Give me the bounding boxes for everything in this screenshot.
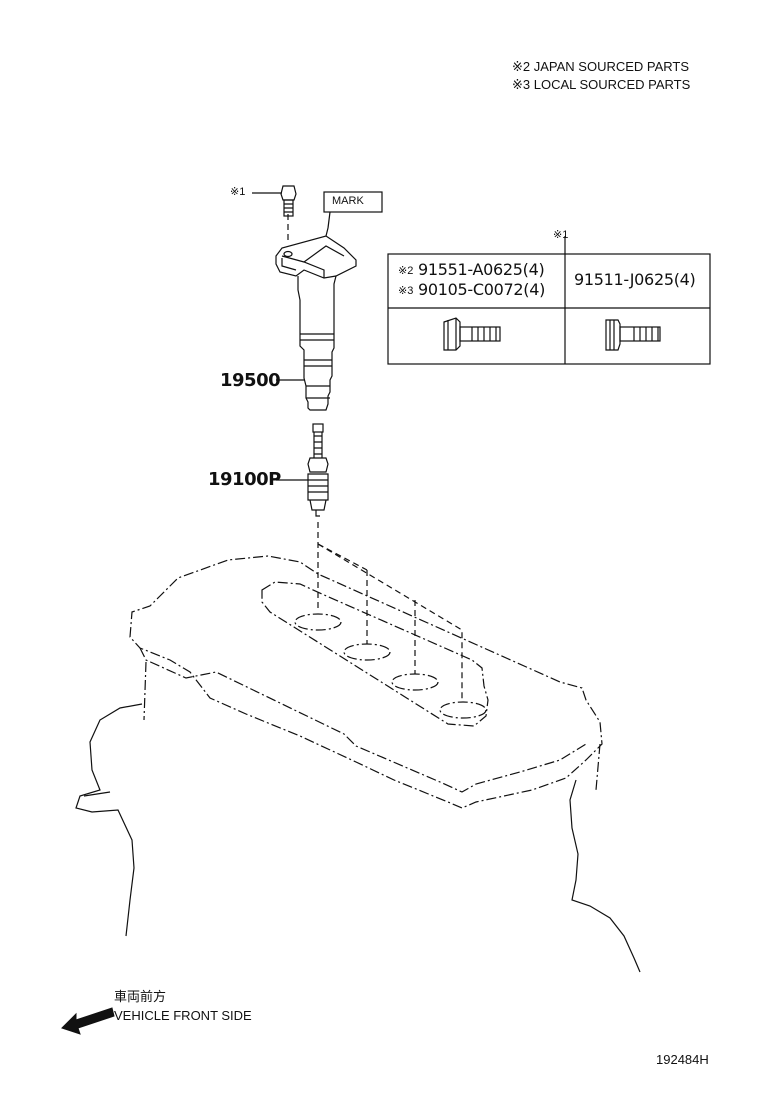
bolt-table-grid [387, 236, 711, 365]
mark-box-outline [323, 191, 383, 213]
part-number-spark-plug: 19100P [208, 469, 281, 490]
bolt-part-number-japan: 91551-A0625(4) [418, 260, 545, 279]
plug-holes [294, 613, 487, 719]
locator-lines [287, 214, 463, 700]
bolt-table-ref-local: ※3 [398, 285, 414, 297]
bolt-reference-label: ※1 [230, 186, 246, 198]
figure-id: 192484H [656, 1052, 709, 1067]
bolt-icon-right [605, 319, 661, 351]
bolt-table-reference: ※1 [553, 229, 569, 241]
vehicle-front-label-en: VEHICLE FRONT SIDE [114, 1008, 252, 1023]
vehicle-front-label-jp: 車両前方 [114, 989, 167, 1004]
mark-label: MARK [332, 195, 364, 207]
engine-block-outline [75, 703, 641, 973]
part-number-ignition-coil: 19500 [220, 370, 281, 391]
bolt-icon-left [443, 317, 501, 351]
bolt-table-ref-japan: ※2 [398, 265, 414, 277]
note-japan-sourced: ※2 JAPAN SOURCED PARTS [512, 59, 690, 74]
bolt-part-number-alt: 91511-J0625(4) [574, 270, 696, 289]
note-local-sourced: ※3 LOCAL SOURCED PARTS [512, 77, 691, 92]
front-direction-arrow [61, 1007, 115, 1035]
spark-plug-drawing [307, 423, 329, 517]
ignition-coil-drawing [275, 211, 357, 411]
bolt-part-number-local: 90105-C0072(4) [418, 280, 546, 299]
coil-bolt-drawing [280, 185, 297, 217]
cylinder-head-outline [129, 555, 603, 809]
leader-lines [252, 192, 308, 481]
